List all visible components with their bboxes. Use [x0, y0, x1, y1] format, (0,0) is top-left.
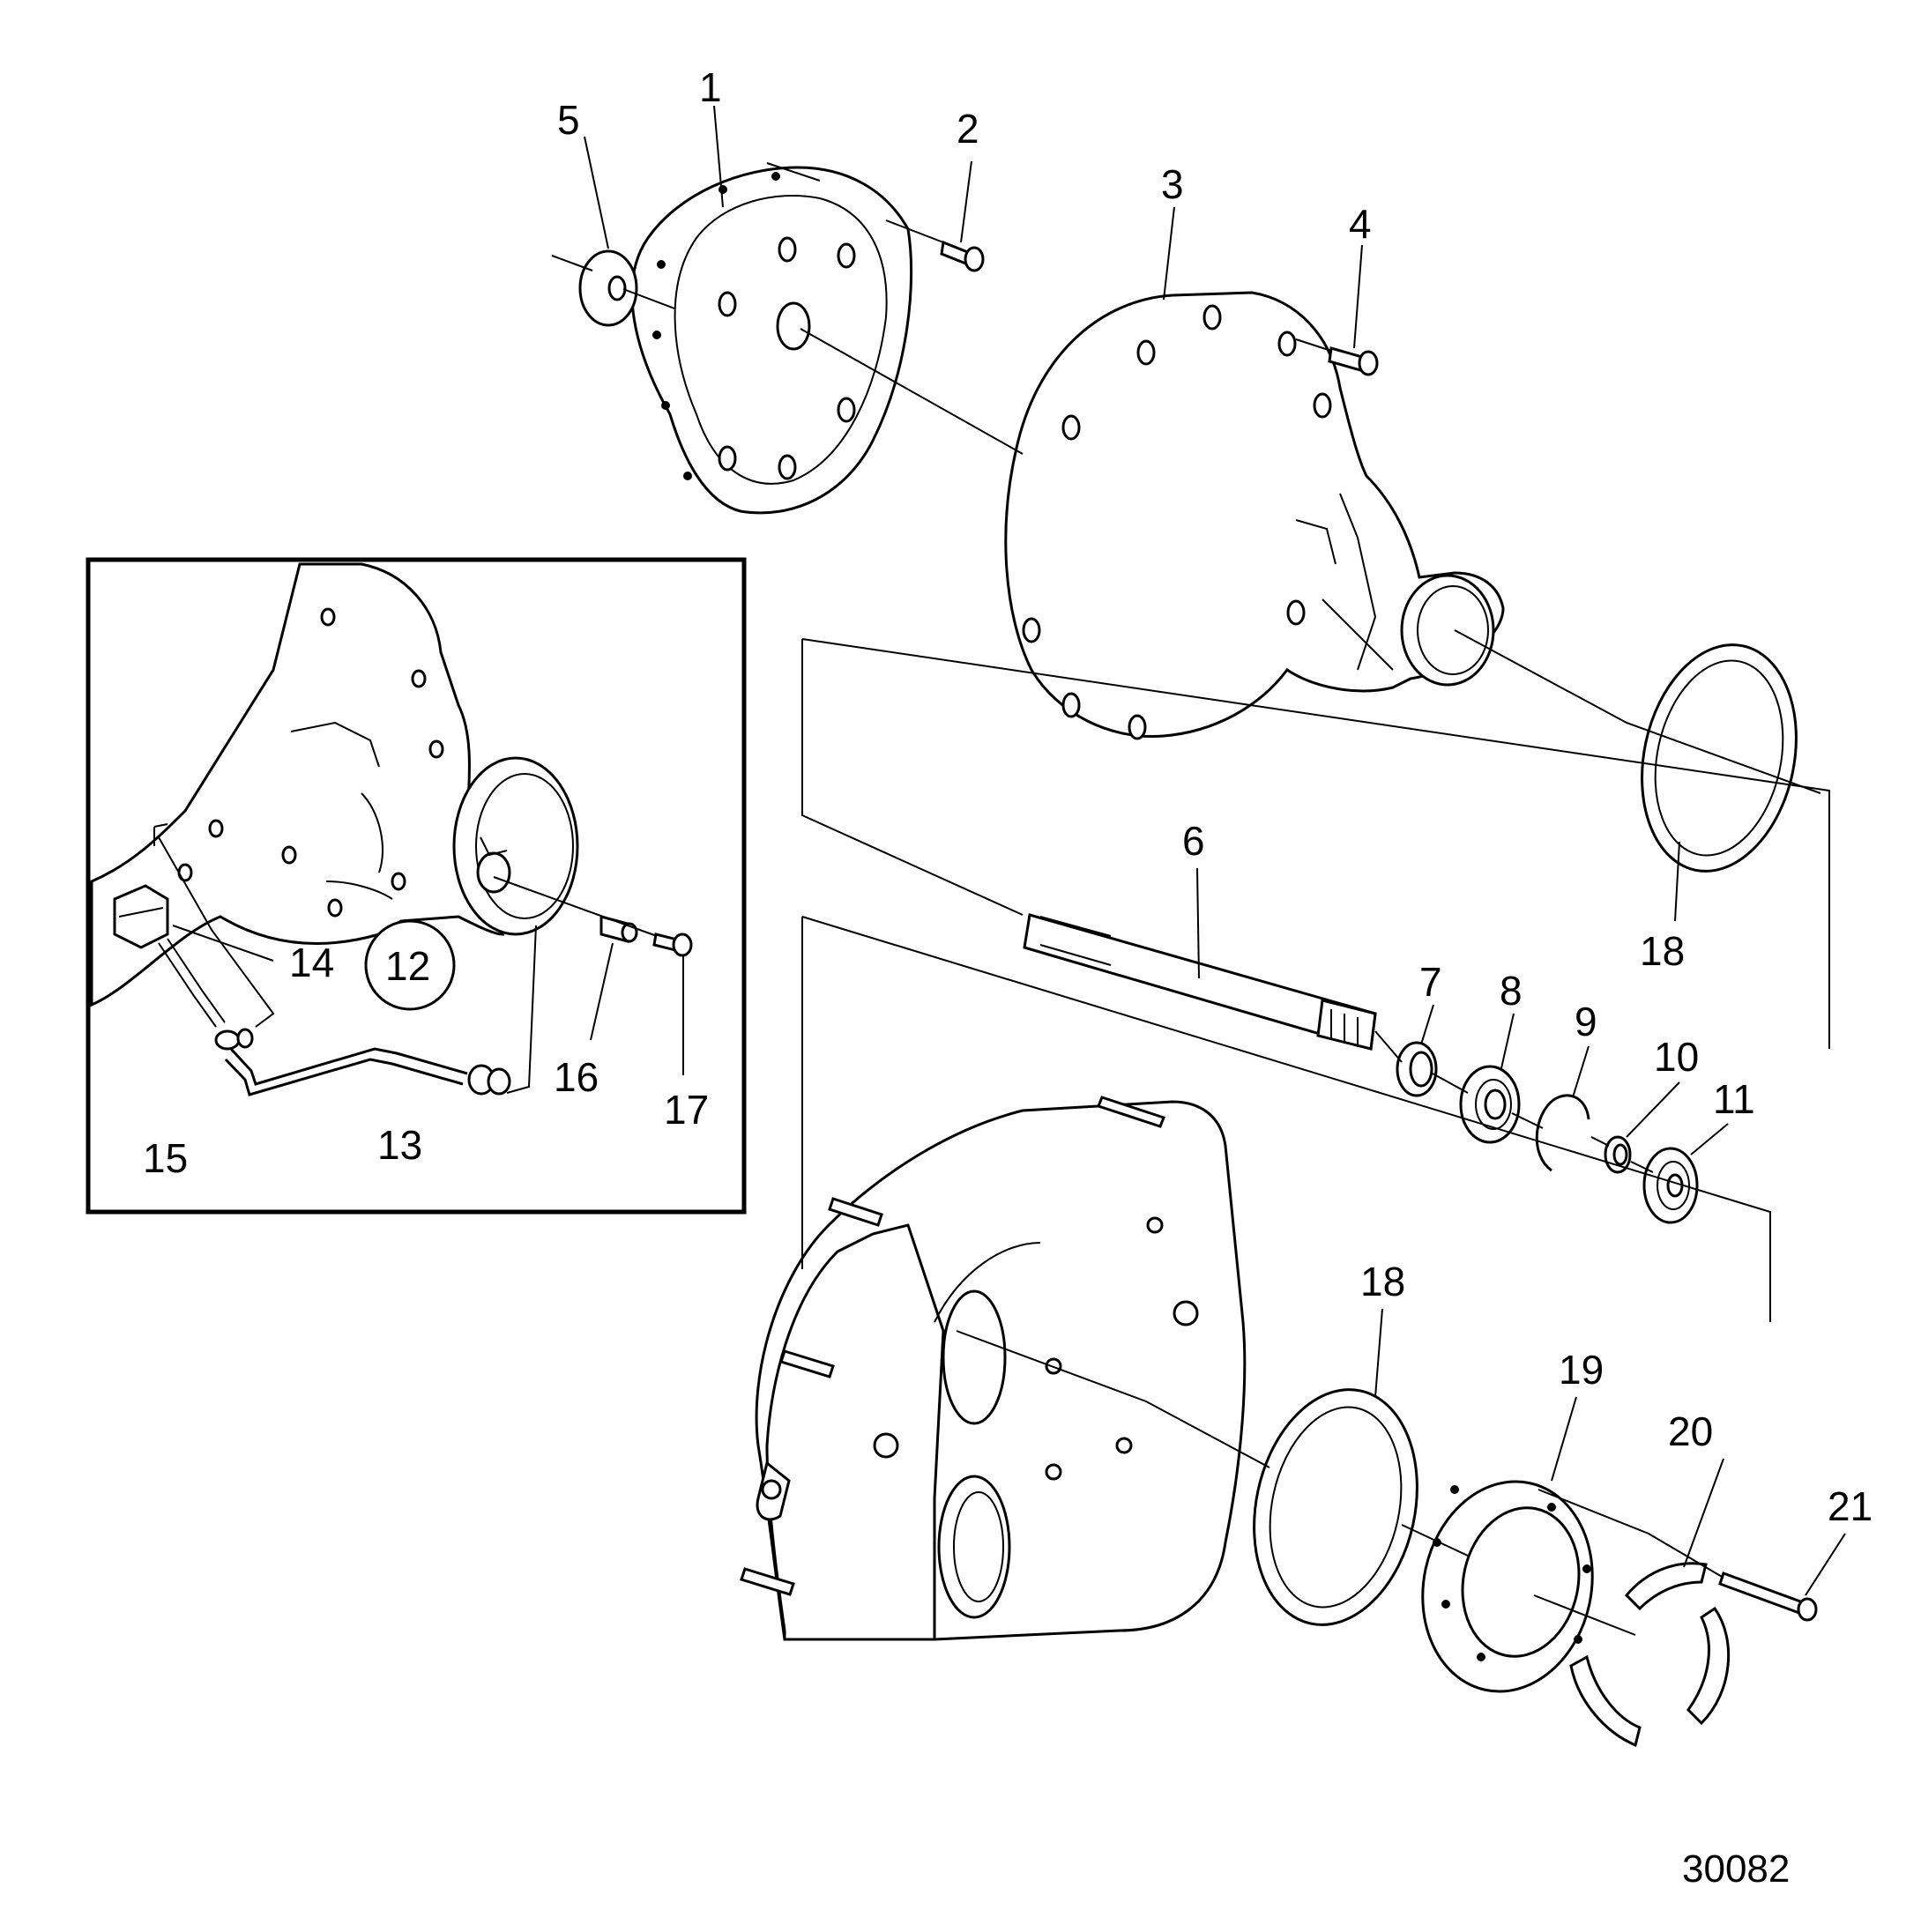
- callout-label-13: 13: [377, 1122, 422, 1168]
- callout-label-11: 11: [1713, 1076, 1755, 1122]
- part-19-flange: [1421, 1480, 1594, 1693]
- callout-label-21: 21: [1828, 1483, 1872, 1529]
- callout-label-18-lower: 18: [1360, 1259, 1405, 1304]
- part-11-seal: [1642, 1147, 1699, 1224]
- callout-label-18-upper: 18: [1640, 928, 1685, 974]
- callout-label-15: 15: [143, 1135, 188, 1181]
- part-1-flywheel-plate: [630, 166, 913, 515]
- callout-label-17: 17: [664, 1087, 709, 1133]
- reference-number: 30082: [1682, 1847, 1790, 1891]
- callout-labels: 1 2 3 4 5 6 7 8 9 10 11 12 13 14 15 16 1…: [143, 64, 1872, 1891]
- part-18-lower-shim-ring: [1253, 1388, 1418, 1626]
- part-3-bell-housing: [1004, 291, 1505, 740]
- callout-label-1: 1: [699, 64, 722, 110]
- callout-label-8: 8: [1500, 968, 1523, 1014]
- callout-label-16: 16: [554, 1054, 599, 1100]
- assembly-lines: [551, 162, 1830, 1636]
- part-9-snap-ring: [1535, 1094, 1590, 1172]
- part-6-shaft: [1023, 913, 1377, 1051]
- part-10-ring: [1604, 1135, 1632, 1174]
- callout-label-5: 5: [557, 97, 580, 143]
- callout-label-19: 19: [1559, 1347, 1604, 1393]
- callout-label-12: 12: [385, 943, 430, 989]
- part-4-bolt: [1328, 346, 1379, 376]
- callout-label-4: 4: [1349, 201, 1372, 247]
- callout-label-6: 6: [1182, 818, 1205, 864]
- detail-inset-12: [86, 557, 747, 1215]
- part-2-bolt: [940, 240, 985, 272]
- part-8-bearing: [1459, 1065, 1521, 1144]
- leader-lines: [584, 105, 1846, 1596]
- part-20-retaining-segments: [1569, 1562, 1731, 1748]
- part-5-washer: [578, 249, 638, 327]
- callout-label-10: 10: [1654, 1034, 1699, 1080]
- callout-circle-12: [364, 919, 456, 1011]
- callout-label-3: 3: [1161, 161, 1184, 207]
- callout-label-7: 7: [1419, 959, 1442, 1005]
- callout-label-14: 14: [289, 940, 334, 985]
- callout-label-9: 9: [1575, 999, 1597, 1044]
- part-7-ring: [1396, 1041, 1438, 1097]
- callout-label-2: 2: [957, 106, 979, 152]
- gearbox-housing: [740, 1096, 1247, 1641]
- part-21-long-bolt: [1718, 1572, 1818, 1622]
- callout-label-20: 20: [1668, 1408, 1713, 1454]
- part-18-upper-shim-ring: [1641, 643, 1798, 873]
